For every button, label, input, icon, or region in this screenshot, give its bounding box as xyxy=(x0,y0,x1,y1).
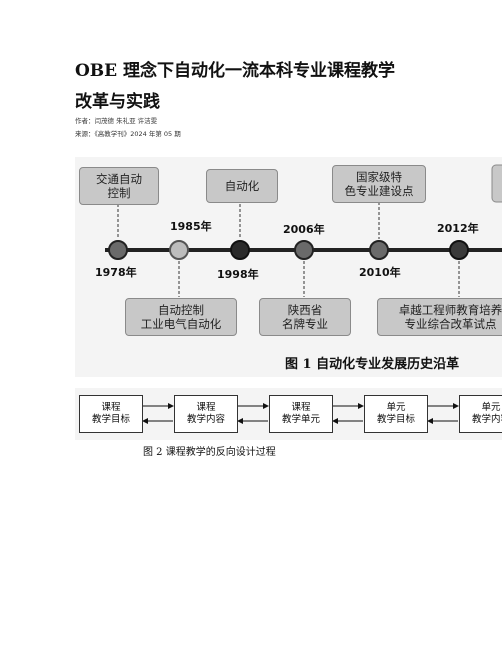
event-1978: 交通自动 控制 xyxy=(79,167,159,205)
article-title-line-1: OBE 理念下自动化一流本科专业课程教学 xyxy=(75,61,396,81)
marker-1978 xyxy=(108,240,128,260)
year-1998: 1998年 xyxy=(217,268,259,281)
figure-1-caption: 图 1 自动化专业发展历史沿革 xyxy=(285,357,460,372)
event-2006: 陕西省 名牌专业 xyxy=(259,298,351,336)
event-2012: 卓越工程师教育培养 专业综合改革试点 xyxy=(377,298,502,336)
article-source: 来源：《高教学刊》2024 年第 05 期 xyxy=(75,130,181,138)
timeline-graphics xyxy=(105,164,502,297)
flow-step-course-units: 课程 教学单元 xyxy=(269,395,333,433)
article-authors: 作者：闫茂德 朱礼亚 许洁雯 xyxy=(75,117,158,125)
marker-2006 xyxy=(294,240,314,260)
marker-2012 xyxy=(449,240,469,260)
marker-1985 xyxy=(169,240,189,260)
flow-step-unit-objectives: 单元 教学目标 xyxy=(364,395,428,433)
flow-step-course-objectives: 课程 教学目标 xyxy=(79,395,143,433)
truncated-box xyxy=(491,164,502,203)
figure-1-timeline: 交通自动 控制 自动化 国家级特 色专业建设点 自动控制 工业电气自动化 陕西省… xyxy=(75,157,502,377)
marker-2010 xyxy=(369,240,389,260)
year-2012: 2012年 xyxy=(437,222,479,235)
event-1985: 自动控制 工业电气自动化 xyxy=(125,298,237,336)
flow-step-unit-content: 单元 教学内容 xyxy=(459,395,502,433)
year-2010: 2010年 xyxy=(359,266,401,279)
event-2010: 国家级特 色专业建设点 xyxy=(332,165,426,203)
year-1985: 1985年 xyxy=(170,220,212,233)
event-1998: 自动化 xyxy=(206,169,278,203)
figure-2-flow: 课程 教学目标 课程 教学内容 课程 教学单元 单元 教学目标 单元 教学内容 xyxy=(75,388,502,440)
figure-2-caption: 图 2 课程教学的反向设计过程 xyxy=(143,447,276,458)
marker-1998 xyxy=(230,240,250,260)
year-2006: 2006年 xyxy=(283,223,325,236)
article-title-line-2: 改革与实践 xyxy=(75,92,160,112)
year-1978: 1978年 xyxy=(95,266,137,279)
flow-arrows xyxy=(142,403,459,424)
flow-step-course-content: 课程 教学内容 xyxy=(174,395,238,433)
